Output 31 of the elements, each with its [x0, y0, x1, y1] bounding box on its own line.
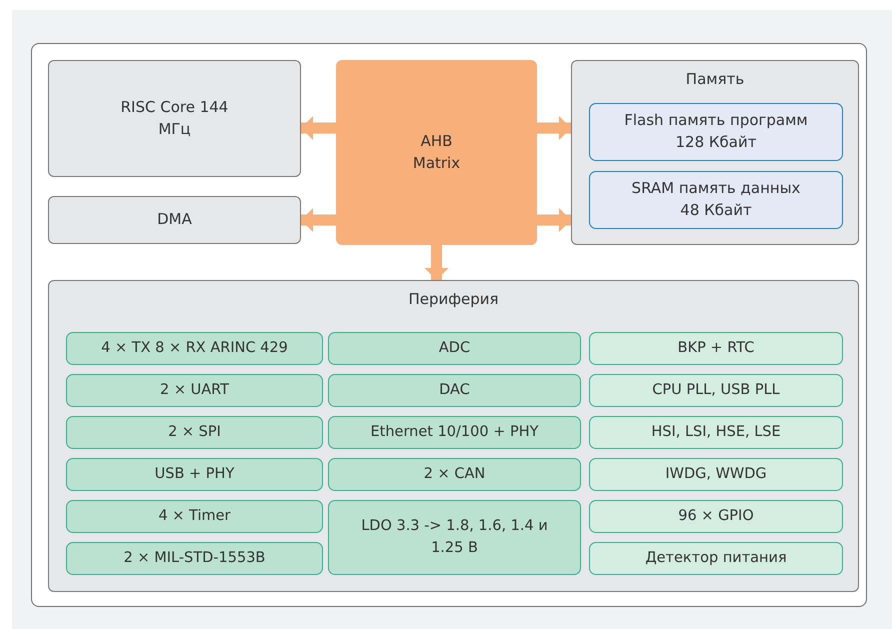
peripheral-box: 2 × CAN — [328, 458, 581, 491]
peripheral-box: 2 × MIL-STD-1553B — [66, 542, 323, 575]
peripheral-box: Ethernet 10/100 + PHY — [328, 416, 581, 449]
bus-matrix-box: AHB Matrix — [336, 60, 537, 245]
group-title: Память — [686, 69, 744, 90]
memory-box: SRAM память данных 48 Кбайт — [589, 171, 843, 229]
peripheral-box: HSI, LSI, HSE, LSE — [589, 416, 843, 449]
arrow — [537, 208, 571, 232]
arrow — [301, 116, 336, 140]
peripheral-box: ADC — [328, 332, 581, 365]
peripheral-box: 2 × UART — [66, 374, 323, 407]
peripheral-box: IWDG, WWDG — [589, 458, 843, 491]
arrow — [537, 116, 571, 140]
peripheral-box: CPU PLL, USB PLL — [589, 374, 843, 407]
arrow — [424, 245, 448, 280]
group-title: Периферия — [408, 289, 499, 310]
memory-group — [571, 60, 859, 245]
peripheral-box: DAC — [328, 374, 581, 407]
peripheral-box: USB + PHY — [66, 458, 323, 491]
peripheral-box: BKP + RTC — [589, 332, 843, 365]
dma-box: DMA — [48, 196, 301, 244]
peripheral-box: Детектор питания — [589, 542, 843, 575]
peripheral-box: LDO 3.3 -> 1.8, 1.6, 1.4 и 1.25 В — [328, 500, 581, 575]
peripheral-group — [48, 280, 859, 592]
peripheral-box: 96 × GPIO — [589, 500, 843, 533]
processor-box: RISC Core 144 МГц — [48, 60, 301, 177]
memory-box: Flash память программ 128 Кбайт — [589, 103, 843, 161]
arrow — [301, 208, 336, 232]
peripheral-box: 4 × TX 8 × RX ARINC 429 — [66, 332, 323, 365]
peripheral-box: 2 × SPI — [66, 416, 323, 449]
peripheral-box: 4 × Timer — [66, 500, 323, 533]
